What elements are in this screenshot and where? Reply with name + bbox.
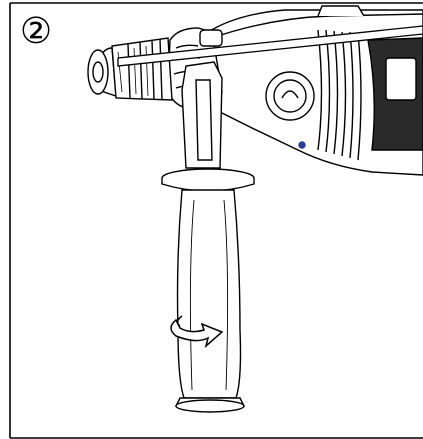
depth-gauge-rod: [117, 25, 423, 67]
rotate-arrow-icon: [170, 315, 224, 349]
step-number: ②: [19, 11, 53, 52]
drill-chuck: [87, 37, 173, 101]
auxiliary-handle: [161, 61, 255, 413]
step-number-badge: ②: [13, 9, 59, 55]
figure-border: [9, 2, 423, 439]
